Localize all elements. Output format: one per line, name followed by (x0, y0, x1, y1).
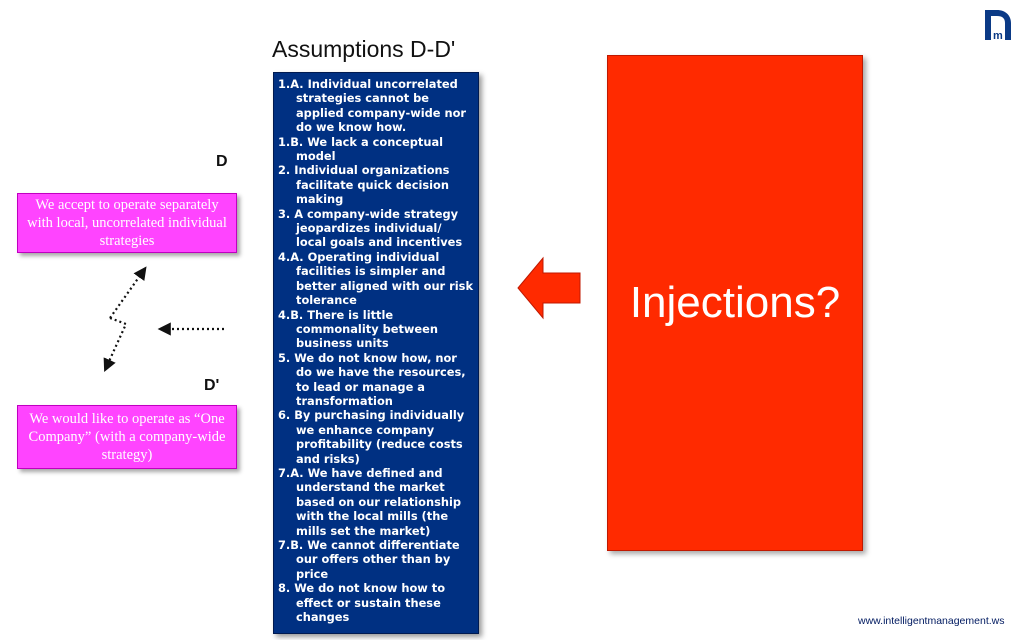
assumption-item: 6. By purchasing individually we enhance… (278, 408, 465, 466)
injections-text: Injections? (629, 278, 841, 327)
assumption-item: 4.B. There is little commonality between… (278, 307, 438, 351)
assumption-item: 7.B. We cannot differentiate our offers … (278, 538, 460, 581)
injections-box: Injections? (607, 55, 863, 551)
box-d-text: We accept to operate separately with loc… (27, 197, 227, 249)
svg-text:m: m (993, 30, 1003, 41)
page-title: Assumptions D-D' (272, 36, 456, 62)
assumption-item: 2. Individual organizations facilitate q… (278, 163, 450, 207)
assumption-item: 7.A. We have defined and understand the … (278, 465, 462, 538)
box-d-prime-desired-state: We would like to operate as “One Company… (17, 405, 237, 469)
assumption-item: 5. We do not know how, nor do we have th… (278, 350, 466, 408)
im-logo-icon: m (983, 9, 1013, 41)
d-label: D (216, 153, 228, 170)
website-link[interactable]: www.intelligentmanagement.ws (858, 615, 1005, 627)
lightning-connector-upper (109, 266, 147, 319)
box-d-prime-text: We would like to operate as “One Company… (28, 411, 226, 463)
assumption-item: 1.B. We lack a conceptual model (278, 134, 444, 164)
assumption-item: 4.A. Operating individual facilities is … (278, 249, 474, 308)
assumption-item: 3. A company-wide strategy jeopardizes i… (278, 206, 463, 250)
box-d-current-state: We accept to operate separately with loc… (17, 193, 237, 253)
lightning-connector-icon (103, 316, 128, 373)
assumption-item: 8. We do not know how to effect or susta… (278, 581, 446, 625)
d-prime-label: D' (204, 377, 220, 394)
conflict-arrows (103, 266, 224, 373)
left-arrow-icon (517, 256, 581, 320)
assumptions-list: 1.A. Individual uncorrelated strategies … (273, 72, 479, 634)
assumption-item: 1.A. Individual uncorrelated strategies … (278, 77, 467, 135)
